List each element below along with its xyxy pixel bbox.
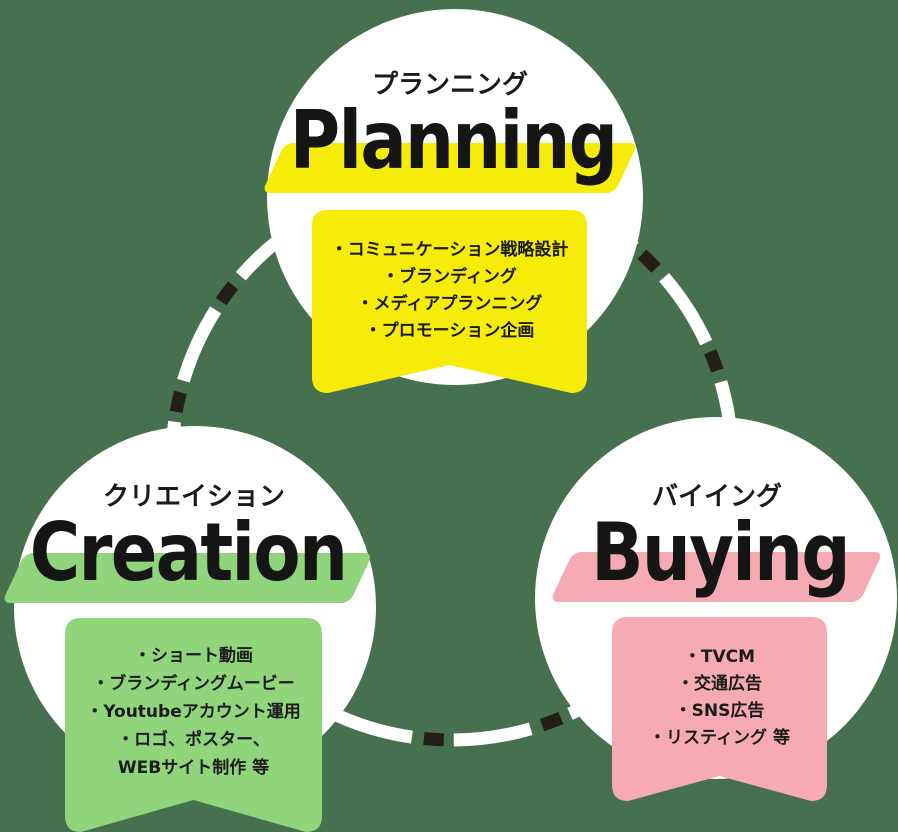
buying-kana-label: バイイング — [651, 482, 782, 512]
buying-ribbon — [612, 617, 827, 801]
creation-service-item: ・ブランディングムービー — [92, 674, 295, 694]
planning-service-item: ・コミュニケーション戦略設計 — [330, 240, 569, 260]
planning-ribbon — [312, 210, 587, 393]
creation-service-item: ・Youtubeアカウント運用 — [86, 702, 301, 722]
creation-service-item: ・ロゴ、ポスター、 — [117, 730, 270, 750]
creation-title: Creation — [29, 506, 348, 599]
planning-service-item: ・メディアプランニング — [356, 294, 543, 314]
creation-service-item: ・ショート動画 — [134, 646, 253, 666]
creation-service-list: ・ショート動画 ・ブランディングムービー ・Youtubeアカウント運用 ・ロゴ… — [65, 642, 322, 782]
creation-ribbon-shape — [65, 618, 322, 832]
planning-service-list: ・コミュニケーション戦略設計 ・ブランディング ・メディアプランニング ・プロモ… — [312, 237, 587, 345]
planning-ribbon-shape — [312, 210, 587, 393]
buying-service-item: ・TVCM — [683, 647, 756, 667]
buying-title: Buying — [591, 506, 850, 599]
planning-service-item: ・ブランディング — [382, 267, 517, 287]
creation-kana-label: クリエイション — [102, 482, 285, 512]
creation-ribbon — [65, 618, 322, 832]
buying-service-item: ・交通広告 — [677, 674, 762, 694]
buying-service-item: ・SNS広告 — [674, 701, 765, 721]
buying-service-item: ・リスティング 等 — [649, 728, 790, 748]
buying-ribbon-shape — [612, 617, 827, 801]
planning-kana-label: プランニング — [371, 70, 528, 100]
creation-service-item: WEBサイト制作 等 — [117, 758, 270, 778]
planning-service-item: ・プロモーション企画 — [364, 321, 535, 341]
planning-title: Planning — [289, 94, 618, 187]
buying-service-list: ・TVCM ・交通広告 ・SNS広告 ・リスティング 等 — [612, 644, 827, 752]
